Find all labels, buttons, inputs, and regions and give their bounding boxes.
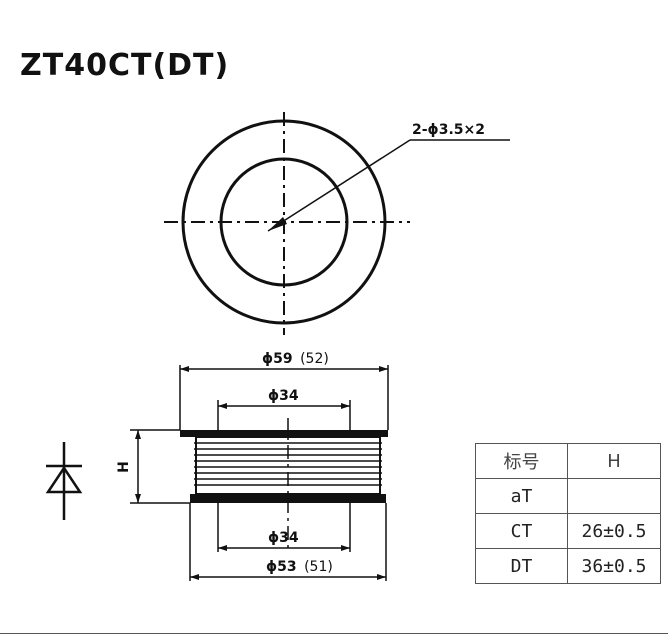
diode-symbol [45, 442, 83, 520]
table-row: CT 26±0.5 [475, 513, 661, 549]
table-row: aT [475, 478, 661, 514]
bottom-flange [190, 494, 386, 503]
outer-bottom-label: ϕ53 [266, 559, 297, 575]
outer-bottom-alt: (51) [304, 559, 333, 575]
outer-top-dimension: ϕ59 (52) [262, 351, 329, 367]
outer-bottom-dimension: ϕ53 (51) [266, 559, 333, 575]
inner-bottom-label: ϕ34 [268, 530, 299, 546]
row-code: aT [475, 478, 568, 514]
hole-label: 2-ϕ3.5×2 [412, 122, 485, 138]
top-view [164, 112, 510, 335]
header-code: 标号 [475, 443, 568, 479]
bottom-rule [0, 633, 668, 634]
row-code: CT [475, 513, 568, 549]
leader-line [267, 139, 411, 232]
outer-top-label: ϕ59 [262, 351, 293, 367]
side-view [130, 365, 389, 581]
leader-arrowhead [268, 217, 287, 231]
top-flange [180, 430, 388, 437]
row-code: DT [475, 548, 568, 584]
dimension-arrows [135, 366, 388, 580]
table-row: DT 36±0.5 [475, 548, 661, 584]
row-h: 36±0.5 [567, 548, 661, 584]
inner-top-label: ϕ34 [268, 388, 299, 404]
device-title: ZT40CT(DT) [20, 48, 230, 83]
row-h [567, 478, 661, 514]
height-label: H [116, 461, 132, 473]
table-header-row: 标号 H [475, 443, 661, 479]
outer-top-alt: (52) [300, 351, 329, 367]
row-h: 26±0.5 [567, 513, 661, 549]
spec-table: 标号 H aT CT 26±0.5 DT 36±0.5 [475, 443, 661, 584]
header-h: H [567, 443, 661, 479]
